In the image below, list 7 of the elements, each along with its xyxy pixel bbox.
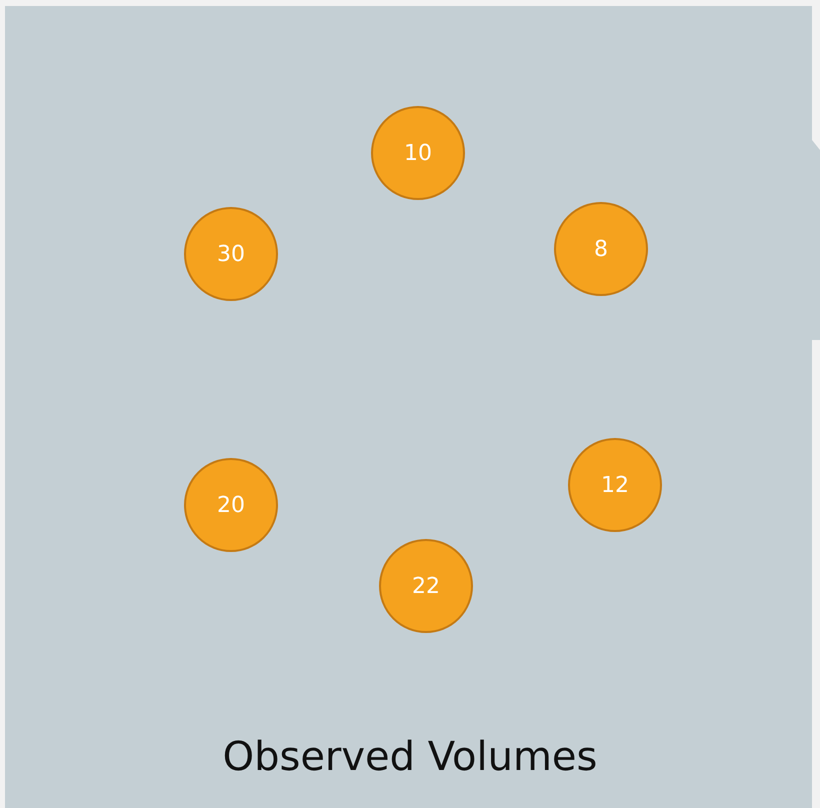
volume-value: 22	[412, 574, 440, 598]
volume-value: 8	[594, 236, 608, 262]
diagram-title: Observed Volumes	[222, 734, 598, 780]
volume-value: 30	[217, 242, 245, 266]
volume-value: 20	[217, 492, 245, 518]
volume-value: 10	[404, 140, 432, 166]
volume-value: 12	[601, 472, 629, 498]
